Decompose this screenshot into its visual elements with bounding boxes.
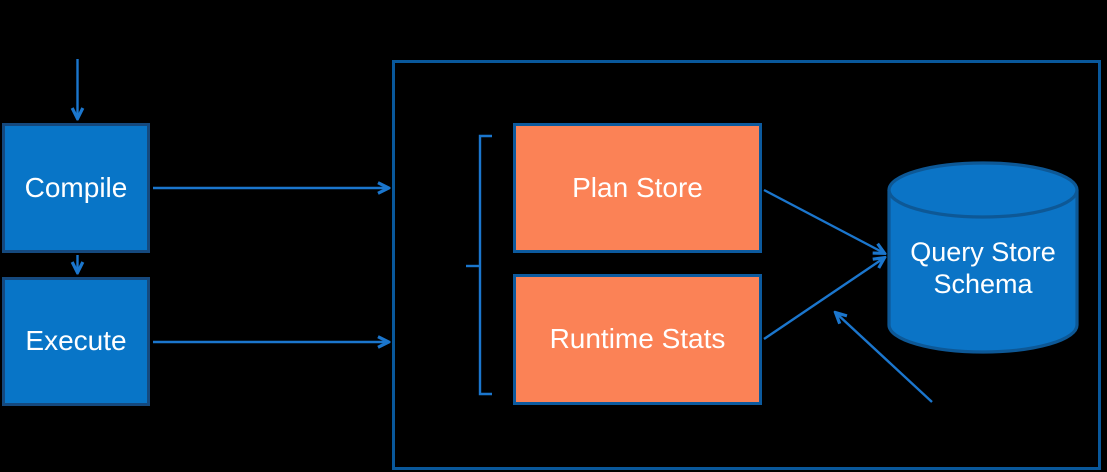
compile-label: Compile [24, 171, 128, 203]
query-store-schema-node: Query Store Schema [889, 236, 1077, 301]
runtime-stats-label: Runtime Stats [549, 323, 726, 355]
plan-store-node: Plan Store [513, 123, 762, 253]
plan-store-label: Plan Store [572, 171, 703, 203]
stores-bracket [466, 134, 492, 396]
query-store-container [392, 60, 1101, 470]
query-store-schema-label-line2: Schema [933, 269, 1033, 300]
execute-label: Execute [25, 325, 127, 357]
arrow-plan-store-to-schema [763, 188, 884, 253]
arrow-runtime-stats-to-schema [763, 258, 884, 340]
arrow-async-writeback [836, 313, 933, 403]
compile-node: Compile [2, 123, 150, 253]
runtime-stats-node: Runtime Stats [513, 274, 762, 405]
query-store-schema-label-line1: Query Store [910, 237, 1056, 267]
execute-node: Execute [2, 277, 150, 406]
database-cylinder-icon [887, 161, 1079, 354]
